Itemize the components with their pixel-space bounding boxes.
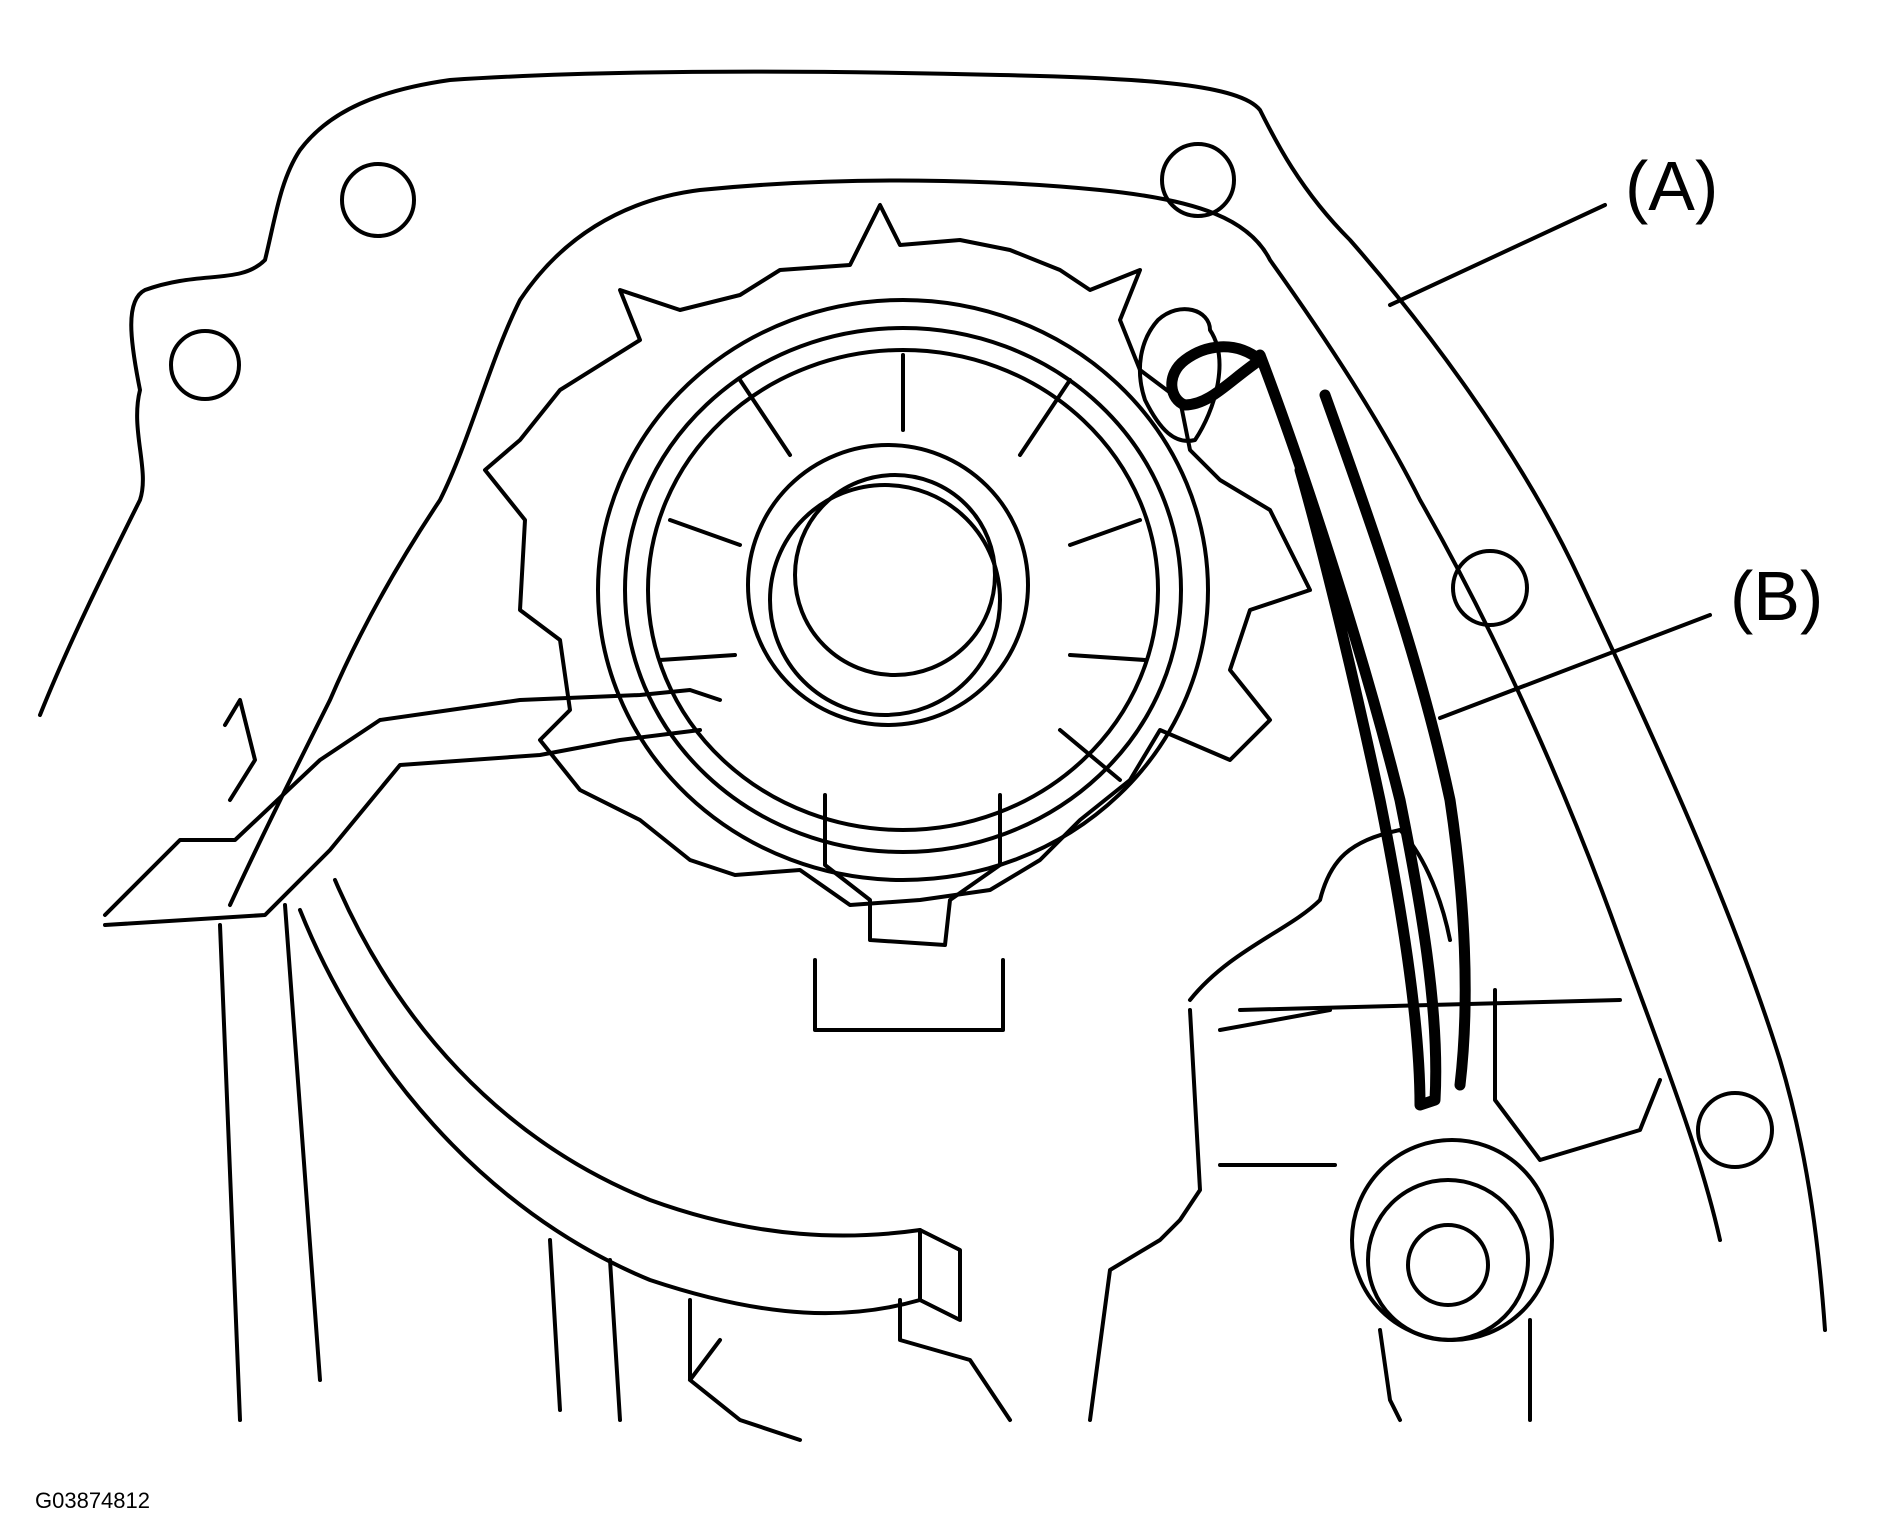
callout-label-a: (A) (1625, 147, 1718, 225)
left-bracket (223, 698, 257, 802)
bolt-hole (169, 329, 241, 401)
housing-edge (1218, 1008, 1332, 1032)
boss-leg (1378, 1318, 1532, 1422)
gear-teeth (483, 203, 1312, 907)
ring-lower-base (813, 958, 1005, 1032)
boss-mid (1366, 1178, 1530, 1342)
arc-guide-end (918, 1228, 962, 1322)
arc-guide-inner (333, 878, 922, 1238)
ring-lower-tab (823, 793, 1002, 947)
boss-outer (1350, 1138, 1554, 1342)
lower-support (688, 1298, 802, 1442)
oil-pipe-upper (103, 688, 722, 917)
boss-bore (1406, 1223, 1490, 1307)
carrier-spokes (658, 353, 1147, 782)
carrier-ring-outer (596, 298, 1210, 882)
bolt-hole (1451, 549, 1529, 627)
right-housing (1188, 828, 1452, 1002)
case-flange-inner (228, 178, 1722, 1242)
hub-mid (768, 483, 1002, 717)
housing-edge (283, 903, 322, 1382)
oil-pipe-lower (103, 728, 702, 927)
arc-guide-outer (298, 908, 922, 1316)
bolt-hole (340, 162, 416, 238)
lower-support (898, 1298, 1012, 1422)
bolt-hole (1160, 142, 1236, 218)
figure-id: G03874812 (35, 1488, 150, 1513)
wire-loop (1166, 341, 1266, 411)
carrier-ring-mid (623, 326, 1183, 854)
right-housing (1088, 1008, 1202, 1422)
wire-b (1254, 349, 1442, 1111)
hub-outer (746, 443, 1030, 727)
carrier-ring-inner (646, 348, 1160, 832)
leader-line-a (1388, 203, 1607, 307)
wire-b-second (1319, 389, 1471, 1091)
bolt-hole (1696, 1091, 1774, 1169)
housing-edge (548, 1238, 562, 1412)
case-flange-outline (38, 69, 1827, 1332)
housing-edge (608, 1258, 622, 1422)
callout-label-b: (B) (1730, 557, 1823, 635)
hub-bore (793, 473, 997, 677)
housing-plate (1493, 988, 1662, 1162)
wire-mount (1137, 307, 1222, 443)
leader-line-b (1438, 613, 1712, 720)
housing-edge (218, 923, 242, 1422)
